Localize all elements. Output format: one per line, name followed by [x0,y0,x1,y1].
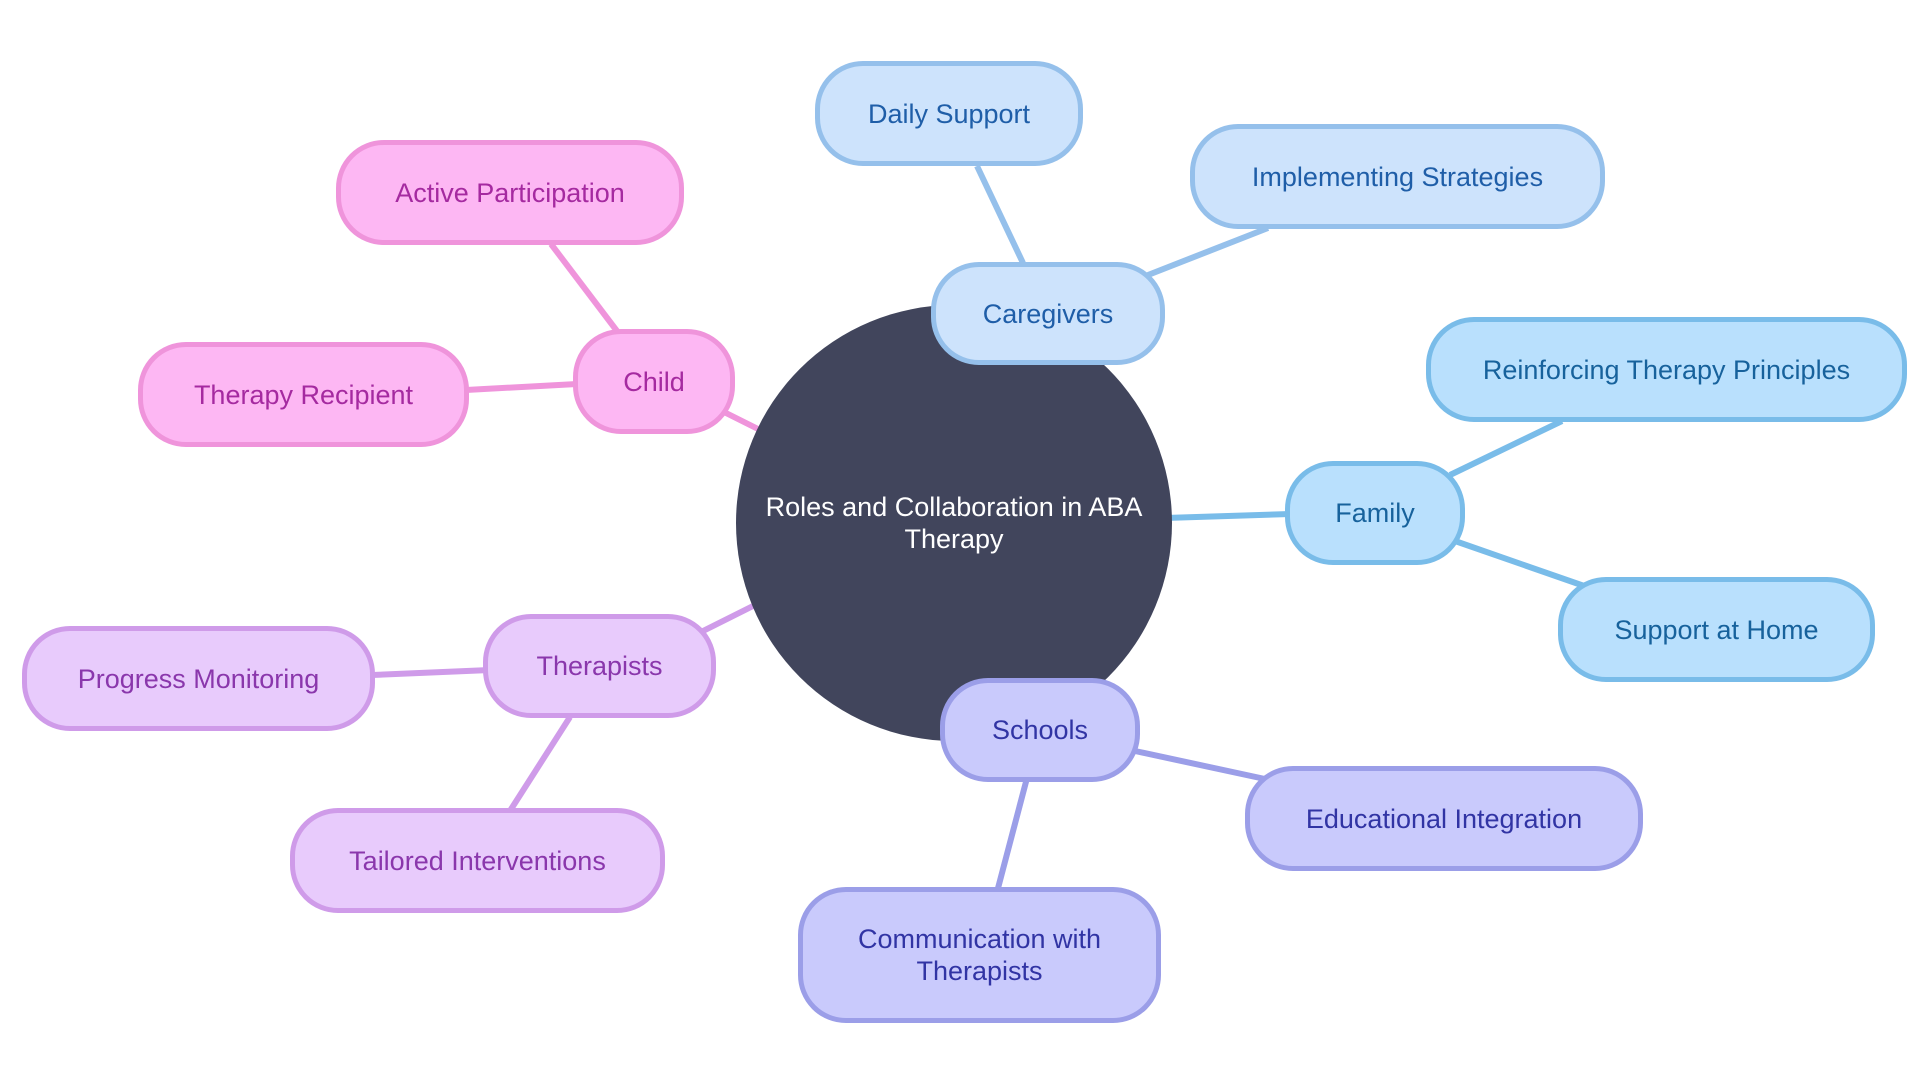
node-family[interactable]: Family [1285,461,1465,565]
reinforcing-therapy-principles-label: Reinforcing Therapy Principles [1482,354,1851,385]
edge-root-family [1164,511,1291,521]
active-participation-label: Active Participation [395,177,625,208]
root-label: Roles and Collaboration in ABA Therapy [765,492,1143,554]
caregivers-label: Caregivers [982,298,1114,329]
node-schools[interactable]: Schools [940,678,1140,782]
node-caregivers[interactable]: Caregivers [931,262,1165,365]
edge-child-active [548,242,623,337]
therapy-recipient-label: Therapy Recipient [193,379,414,410]
node-daily-support[interactable]: Daily Support [815,61,1083,166]
root-node: Roles and Collaboration in ABA Therapy [736,305,1172,741]
daily-support-label: Daily Support [867,98,1031,129]
edge-therapists-tailored [505,715,573,816]
node-child[interactable]: Child [573,329,735,434]
schools-label: Schools [991,715,1089,745]
node-implementing-strategies[interactable]: Implementing Strategies [1190,124,1605,229]
node-therapists[interactable]: Therapists [483,614,716,718]
node-active-participation[interactable]: Active Participation [336,140,684,245]
edge-schools-educational [1134,748,1266,782]
node-communication-with-therapists[interactable]: Communication with Therapists [798,887,1161,1023]
communication-with-therapists-label: Communication with Therapists [857,924,1102,986]
edge-schools-communication [994,777,1030,893]
support-at-home-label: Support at Home [1614,614,1819,645]
edge-root-therapists [693,602,757,638]
progress-monitoring-label: Progress Monitoring [77,663,320,694]
implementing-strategies-label: Implementing Strategies [1251,161,1544,192]
edge-root-child [718,407,762,433]
therapists-label: Therapists [536,651,663,681]
node-reinforcing-therapy-principles[interactable]: Reinforcing Therapy Principles [1426,317,1907,422]
educational-integration-label: Educational Integration [1305,803,1583,834]
family-label: Family [1335,498,1415,528]
edge-caregivers-daily-support [974,164,1026,265]
edge-family-reinforcing [1448,418,1564,478]
node-progress-monitoring[interactable]: Progress Monitoring [22,626,375,731]
node-educational-integration[interactable]: Educational Integration [1245,766,1643,871]
node-tailored-interventions[interactable]: Tailored Interventions [290,808,665,913]
node-therapy-recipient[interactable]: Therapy Recipient [138,342,469,447]
tailored-interventions-label: Tailored Interventions [349,845,606,876]
edge-caregivers-implementing-strategies [1146,225,1270,278]
edge-therapists-progress [371,667,491,678]
edge-child-recipient [465,381,578,393]
child-label: Child [623,366,685,397]
edge-family-support-home [1454,538,1591,591]
node-support-at-home[interactable]: Support at Home [1558,577,1875,682]
